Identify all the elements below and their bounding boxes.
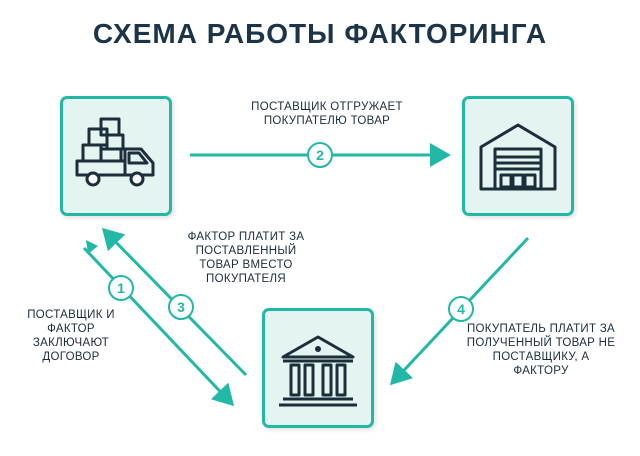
warehouse-icon <box>479 123 557 191</box>
step-2-badge: 2 <box>307 142 333 168</box>
arrow-step-1 <box>82 246 235 407</box>
step-2-label: ПОСТАВЩИК ОТГРУЖАЕТ ПОКУПАТЕЛЮ ТОВАР <box>251 101 403 127</box>
step-1-badge: 1 <box>108 275 134 301</box>
step-3-label: ФАКТОР ПЛАТИТ ЗА ПОСТАВЛЕННЫЙ ТОВАР ВМЕС… <box>187 231 305 285</box>
step-1-label: ПОСТАВЩИК И ФАКТОР ЗАКЛЮЧАЮТ ДОГОВОР <box>27 309 115 363</box>
step-3-badge: 3 <box>168 294 194 320</box>
step-4-label: ПОКУПАТЕЛЬ ПЛАТИТ ЗА ПОЛУЧЕННЫЙ ТОВАР НЕ… <box>466 323 616 377</box>
diagram-title: СХЕМА РАБОТЫ ФАКТОРИНГА <box>92 18 548 49</box>
arrow-step-1-back-head <box>86 240 98 254</box>
buyer-node <box>462 96 574 216</box>
step-4-badge: 4 <box>448 296 474 322</box>
bank-icon <box>279 335 357 407</box>
supplier-node <box>60 96 172 216</box>
factor-node <box>262 308 374 428</box>
delivery-truck-icon <box>75 117 155 187</box>
